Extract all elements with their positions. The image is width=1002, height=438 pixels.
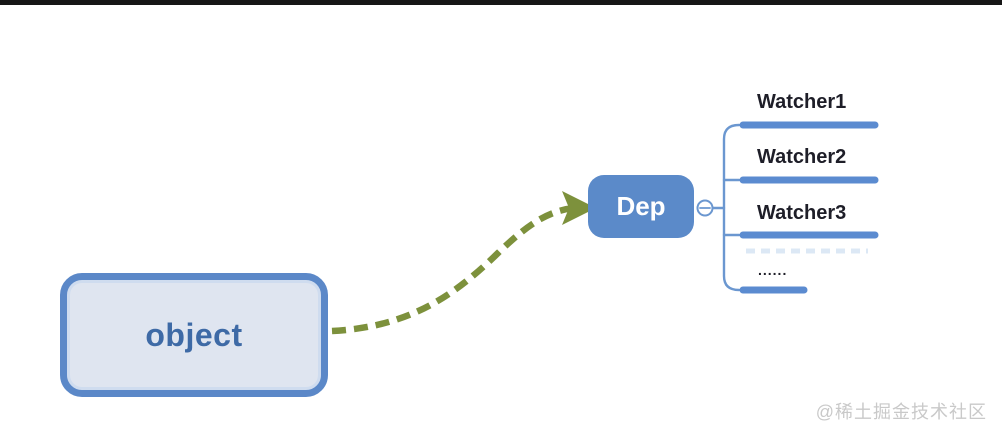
watcher-label-3: Watcher3 [757,202,847,224]
arrowhead-icon [562,191,596,225]
dep-node-label: Dep [616,191,666,221]
watermark: @稀土掘金技术社区 [815,402,987,422]
branch-bracket [722,123,741,292]
dep-node: Dep [588,175,694,238]
object-node-label: object [145,316,243,353]
watcher-label-2: Watcher2 [757,146,847,168]
watcher-label-more: ...... [758,262,788,278]
watcher-label-1: Watcher1 [757,91,847,113]
dependency-arrow [331,204,575,335]
object-node: object [60,273,328,397]
collapse-minus-icon [696,199,714,217]
top-border-bar [0,0,1002,5]
